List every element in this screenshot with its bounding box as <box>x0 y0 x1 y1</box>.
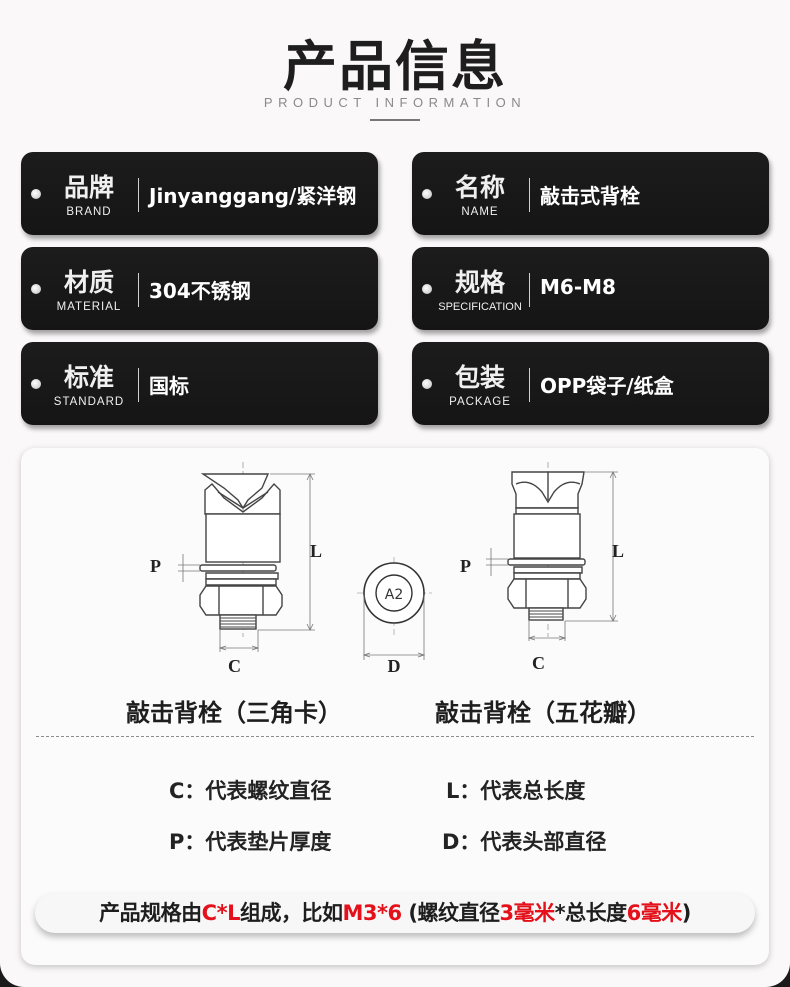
divider <box>529 178 530 212</box>
spec-tag-name: 名称 NAME 敲击式背栓 <box>412 152 769 235</box>
spec-label-en: NAME <box>461 206 499 218</box>
spec-label-cn: 规格 <box>454 268 505 297</box>
bullet-dot-icon <box>422 284 432 294</box>
divider <box>529 273 530 307</box>
note-text: ) <box>681 901 692 925</box>
divider <box>138 178 139 212</box>
legend-d: D：代表头部直径 <box>442 830 607 854</box>
divider <box>529 368 530 402</box>
legend-c: C：代表螺纹直径 <box>169 779 332 803</box>
bolt-head-top-view-diagram: A2 D <box>357 557 432 675</box>
bolt-five-petal-diagram: L P C <box>460 462 624 673</box>
spec-tag-specification: 规格 SPECIFICATION M6-M8 <box>412 247 769 330</box>
note-text: (螺纹直径 <box>401 901 500 925</box>
bullet-dot-icon <box>31 284 41 294</box>
spec-label-en: SPECIFICATION <box>438 301 522 313</box>
spec-label-en: BRAND <box>66 206 112 218</box>
bullet-dot-icon <box>422 379 432 389</box>
legend-p: P：代表垫片厚度 <box>169 830 332 854</box>
dim-label-p: P <box>150 556 161 576</box>
note-highlight: 6毫米 <box>626 901 683 925</box>
caption-five-petal: 敲击背栓（五花瓣） <box>435 699 651 727</box>
title-underline <box>370 119 420 121</box>
spec-format-note: 产品规格由C*L组成，比如M3*6 (螺纹直径3毫米*总长度6毫米) <box>35 893 755 933</box>
dashed-divider <box>36 736 754 737</box>
divider <box>138 368 139 402</box>
spec-label-cn: 品牌 <box>63 173 114 202</box>
spec-label-en: MATERIAL <box>56 301 122 313</box>
caption-triangle-clip: 敲击背栓（三角卡） <box>126 699 342 727</box>
bullet-dot-icon <box>422 189 432 199</box>
dim-label-p: P <box>460 556 471 576</box>
spec-value: Jinyanggang/紧洋钢 <box>149 184 357 208</box>
note-highlight: C*L <box>201 901 241 925</box>
note-text: 产品规格由 <box>99 901 202 925</box>
spec-label-cn: 材质 <box>63 268 114 297</box>
legend-l: L：代表总长度 <box>446 779 586 803</box>
dim-label-d: D <box>388 656 401 675</box>
head-marking: A2 <box>385 587 403 603</box>
note-highlight: M3*6 <box>342 901 402 925</box>
dim-label-c: C <box>532 653 545 673</box>
spec-label-cn: 名称 <box>454 173 505 202</box>
dim-label-c: C <box>228 656 241 676</box>
spec-tag-standard: 标准 STANDARD 国标 <box>21 342 378 425</box>
spec-value: 敲击式背栓 <box>540 184 640 208</box>
diagram-panel <box>21 448 769 965</box>
spec-label-en: PACKAGE <box>449 396 511 408</box>
spec-tag-package: 包装 PACKAGE OPP袋子/纸盒 <box>412 342 769 425</box>
spec-value: 国标 <box>149 374 189 398</box>
spec-tag-material: 材质 MATERIAL 304不锈钢 <box>21 247 378 330</box>
bolt-triangle-clip-diagram: L P C <box>150 462 322 676</box>
page-title: 产品信息 <box>283 35 507 98</box>
spec-label-cn: 包装 <box>454 363 505 392</box>
spec-tag-brand: 品牌 BRAND Jinyanggang/紧洋钢 <box>21 152 378 235</box>
spec-value: OPP袋子/纸盒 <box>540 374 674 398</box>
page-subtitle: PRODUCT INFORMATION <box>263 95 527 110</box>
dim-label-l: L <box>310 541 322 561</box>
spec-label-cn: 标准 <box>63 363 114 392</box>
bullet-dot-icon <box>31 189 41 199</box>
spec-value: M6-M8 <box>540 275 616 299</box>
note-highlight: 3毫米 <box>499 901 555 925</box>
spec-label-en: STANDARD <box>53 396 125 408</box>
note-text: 组成，比如 <box>239 901 343 925</box>
dim-label-l: L <box>612 541 624 561</box>
note-text: *总长度 <box>554 901 627 925</box>
divider <box>138 273 139 307</box>
spec-value: 304不锈钢 <box>149 279 251 303</box>
bullet-dot-icon <box>31 379 41 389</box>
